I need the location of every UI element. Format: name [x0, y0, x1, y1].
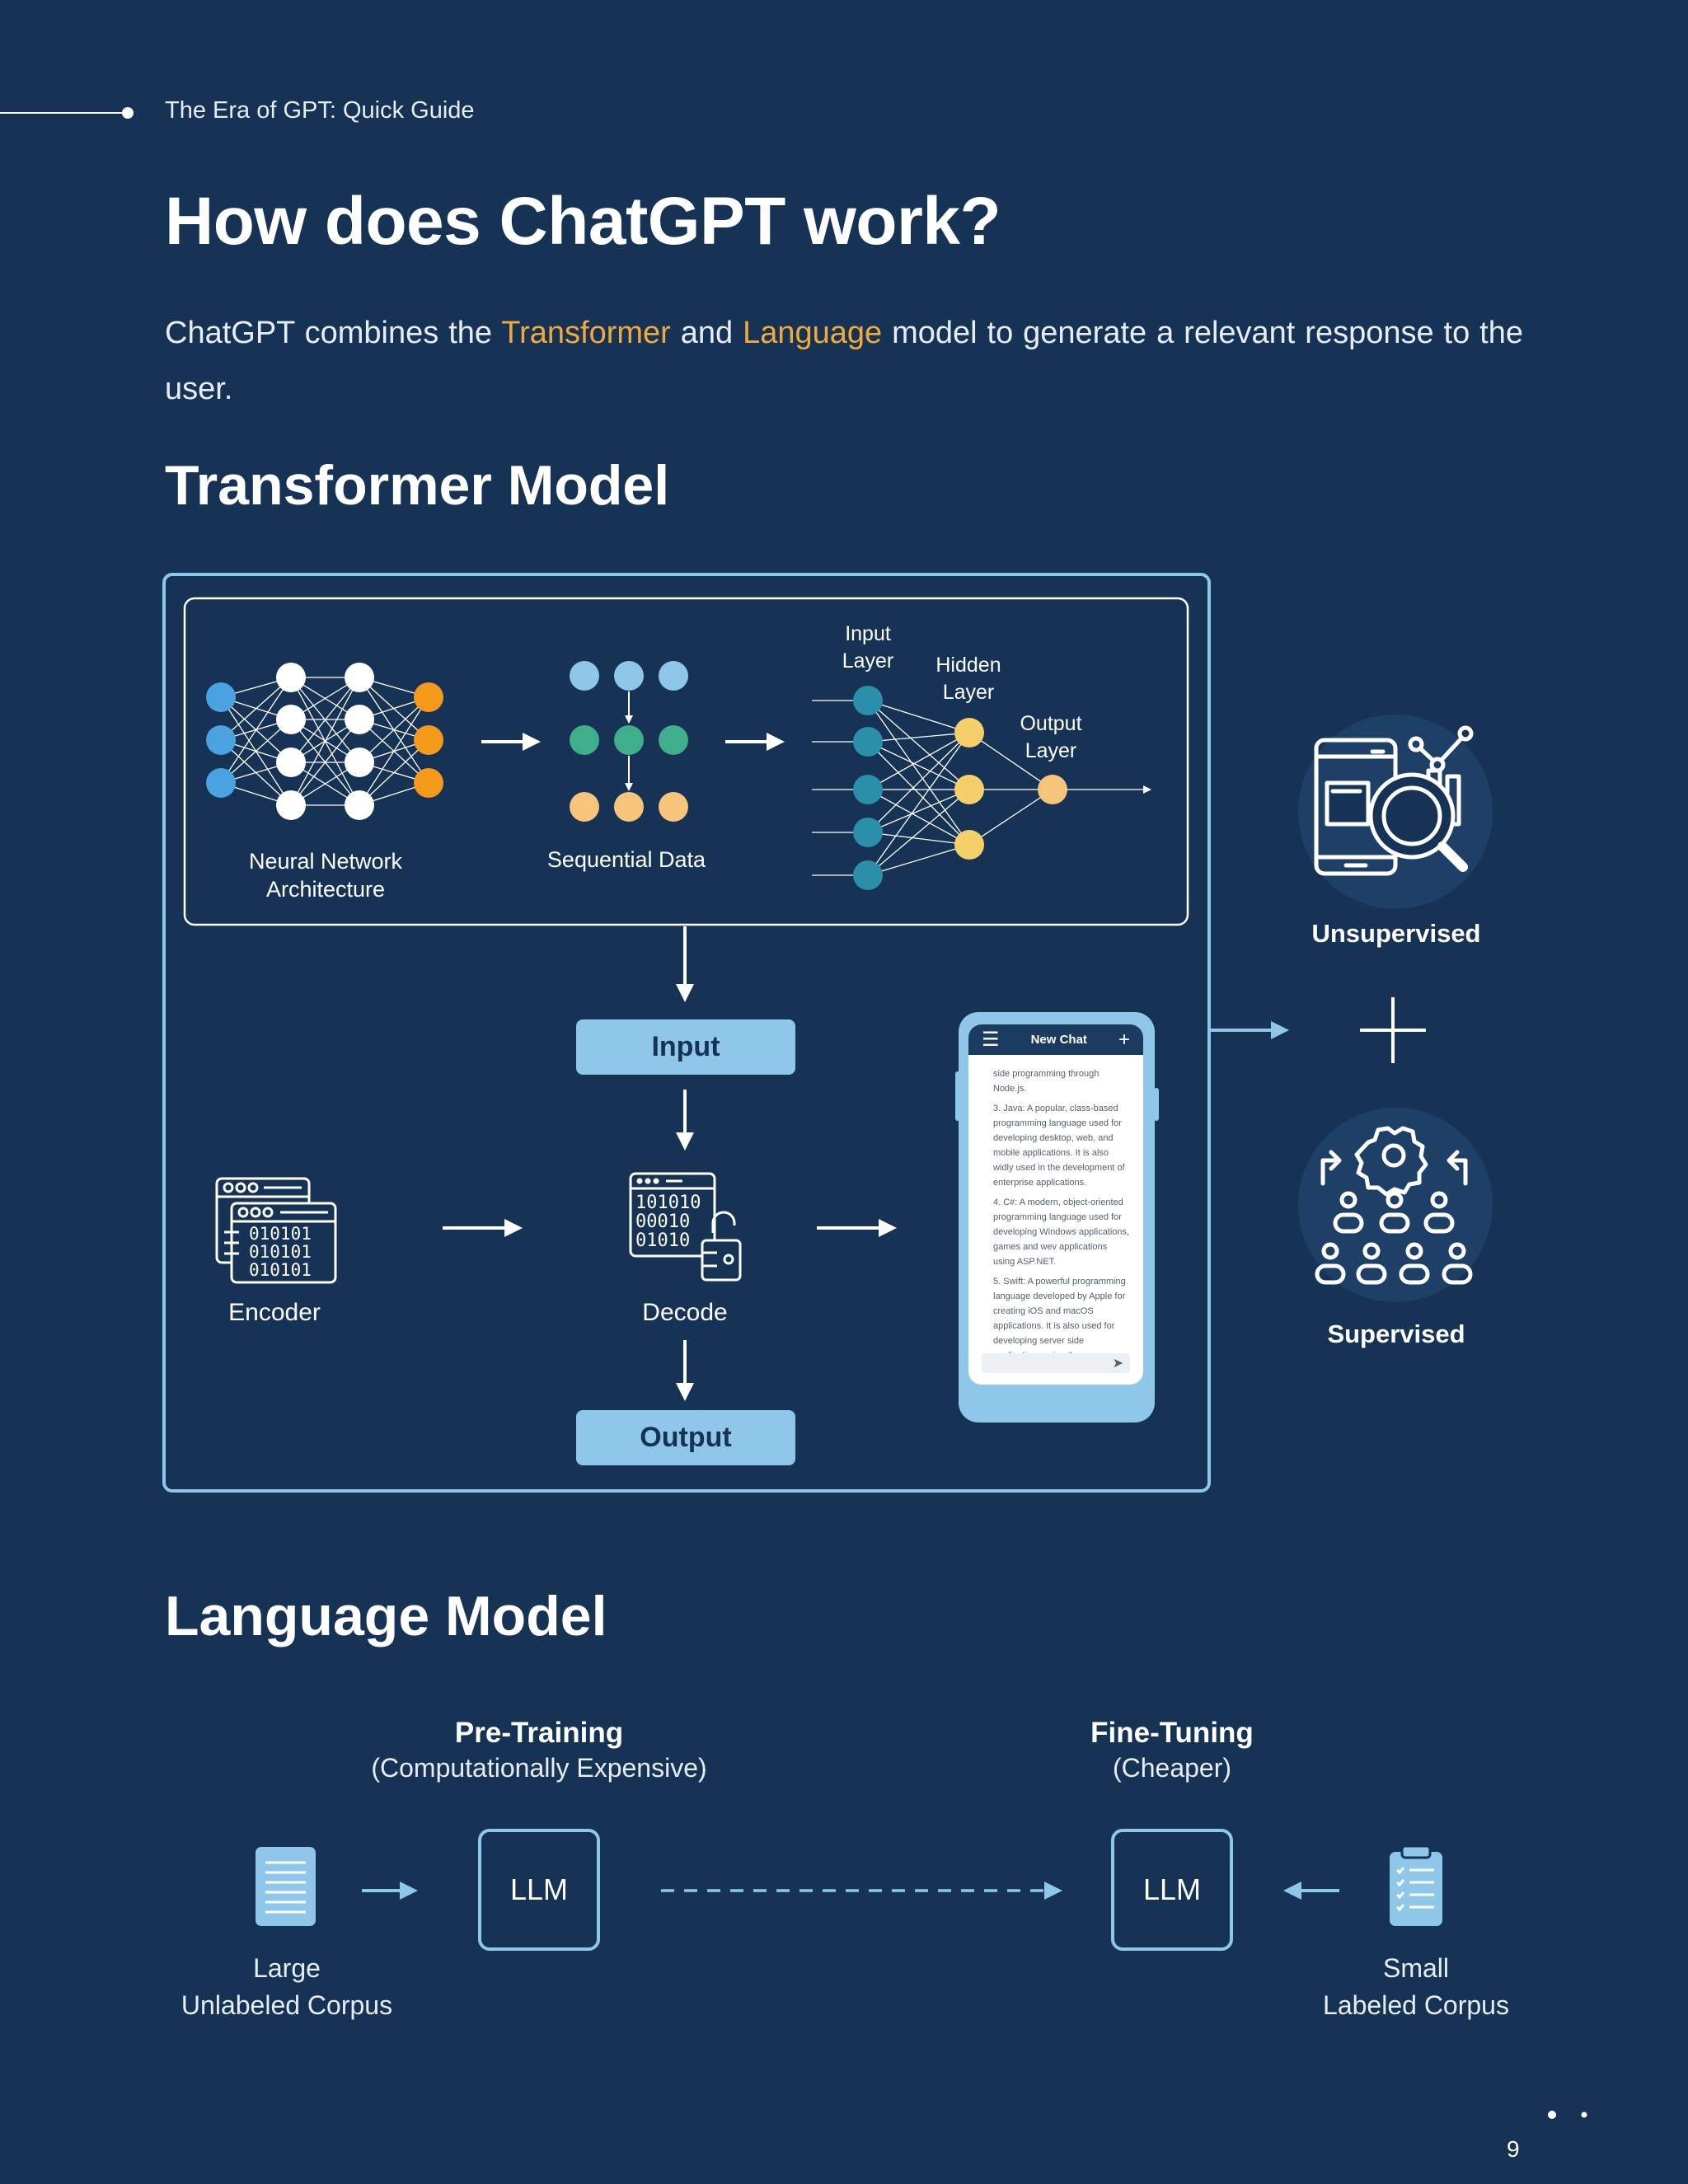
transformer-inner-frame — [183, 597, 1189, 926]
intro-paragraph: ChatGPT combines the Transformer and Lan… — [165, 305, 1523, 417]
intro-highlight-language: Language — [743, 316, 883, 350]
hidden-layer-line2: Layer — [942, 681, 995, 704]
encoder-bit-row: 010101 — [249, 1242, 312, 1262]
header-line — [0, 112, 128, 114]
plus-icon — [1360, 997, 1426, 1063]
chat-line: 3. Java: A popular, class-based programm… — [993, 1104, 1125, 1188]
sequential-data-icon — [570, 661, 688, 822]
send-icon[interactable]: ➤ — [1112, 1357, 1123, 1371]
document-icon — [256, 1847, 316, 1926]
seq-label: Sequential Data — [546, 847, 706, 872]
encoder-bit-row: 010101 — [249, 1224, 312, 1244]
small-corpus-line1: Small — [1382, 1953, 1449, 1983]
nn-label: Neural Network Architecture — [231, 847, 420, 903]
intro-highlight-transformer: Transformer — [501, 316, 671, 350]
pretraining-title: Pre-Training — [454, 1717, 624, 1749]
small-corpus-label: Small Labeled Corpus — [1292, 1950, 1540, 2024]
page-dot-small — [1581, 2111, 1587, 2118]
intro-text-pre: ChatGPT combines the — [165, 316, 502, 350]
finetuning-title: Fine-Tuning — [1090, 1717, 1254, 1749]
llm-pretrain-box: LLM — [478, 1829, 600, 1951]
encoder-bits: 010101 010101 010101 — [249, 1224, 312, 1280]
large-corpus-label: Large Unlabeled Corpus — [163, 1950, 410, 2024]
header-dot — [122, 107, 134, 119]
large-corpus-line1: Large — [253, 1953, 321, 1983]
clipboard-icon — [1390, 1844, 1442, 1926]
phone-chat-body: side programming through Node.js. 3. Jav… — [968, 1055, 1143, 1363]
menu-icon[interactable]: ☰ — [982, 1028, 1000, 1051]
hidden-layer-label: Hidden Layer — [927, 652, 1010, 706]
llm-finetune-box: LLM — [1111, 1829, 1233, 1951]
supervised-label: Supervised — [1327, 1319, 1465, 1348]
neural-network-icon — [206, 663, 443, 820]
chat-line: 5. Swift: A powerful programming languag… — [993, 1277, 1126, 1361]
intro-text-post: model to generate a relevant response to… — [165, 316, 1524, 406]
encoder-bit-row: 010101 — [249, 1260, 312, 1280]
language-heading: Language Model — [165, 1585, 607, 1647]
large-corpus-line2: Unlabeled Corpus — [181, 1990, 393, 2020]
team-icon — [1298, 1108, 1493, 1302]
input-layer-line2: Layer — [842, 649, 894, 673]
decode-icon — [629, 1172, 742, 1282]
transformer-heading: Transformer Model — [165, 454, 670, 517]
input-layer-label: Input Layer — [827, 621, 909, 675]
pretraining-subtitle: (Computationally Expensive) — [371, 1753, 707, 1783]
finetuning-subtitle: (Cheaper) — [1112, 1753, 1232, 1783]
input-box: Input — [576, 1019, 795, 1075]
decode-label: Decode — [642, 1299, 728, 1326]
output-layer-label: Output Layer — [1010, 710, 1092, 765]
page-number: 9 — [1507, 2136, 1520, 2162]
input-layer-line1: Input — [845, 622, 891, 645]
phone-screen: ☰ New Chat + side programming through No… — [968, 1024, 1143, 1385]
hidden-layer-line1: Hidden — [935, 654, 1001, 677]
output-layer-line1: Output — [1020, 712, 1082, 735]
nn-label-line1: Neural Network — [248, 849, 403, 874]
chat-line: side programming through Node.js. — [993, 1069, 1100, 1094]
transformer-outer-frame — [162, 573, 1211, 1493]
phone-title: New Chat — [1030, 1033, 1087, 1047]
decode-bits: 101010 00010 01010 — [635, 1193, 701, 1251]
layer-network-icon — [812, 686, 1151, 890]
page-dot-large — [1548, 2111, 1556, 2119]
decode-bit-row: 01010 — [635, 1230, 690, 1251]
page-title: How does ChatGPT work? — [165, 184, 1001, 259]
guide-title: The Era of GPT: Quick Guide — [165, 97, 475, 124]
encoder-icon — [215, 1177, 337, 1284]
intro-text-mid: and — [670, 316, 743, 350]
chat-input[interactable]: ➤ — [982, 1353, 1130, 1373]
output-box: Output — [576, 1410, 795, 1465]
output-layer-line2: Layer — [1025, 739, 1077, 762]
chat-line: 4. C#: A modern, object-oriented program… — [993, 1197, 1130, 1267]
new-chat-plus-icon[interactable]: + — [1118, 1028, 1130, 1051]
analytics-icon — [1298, 715, 1493, 909]
decode-bit-row: 101010 — [635, 1193, 701, 1213]
unsupervised-label: Unsupervised — [1311, 919, 1481, 948]
encoder-label: Encoder — [228, 1299, 321, 1326]
finetuning-header: Fine-Tuning (Cheaper) — [966, 1717, 1378, 1783]
nn-label-line2: Architecture — [265, 877, 386, 902]
decode-bit-row: 00010 — [635, 1212, 690, 1232]
pretraining-header: Pre-Training (Computationally Expensive) — [333, 1717, 745, 1783]
small-corpus-line2: Labeled Corpus — [1323, 1990, 1509, 2020]
phone-header: ☰ New Chat + — [968, 1024, 1143, 1055]
